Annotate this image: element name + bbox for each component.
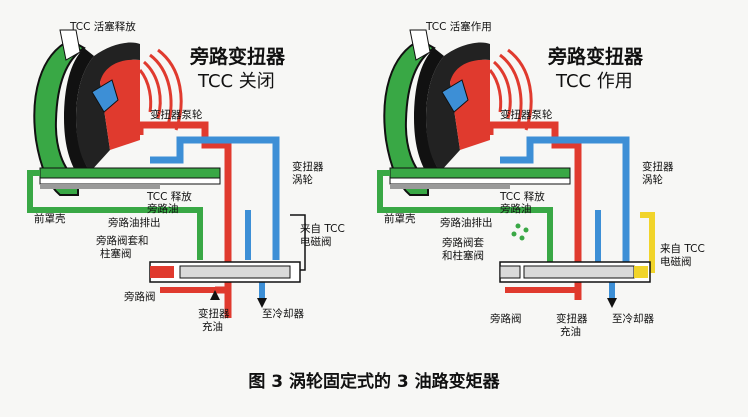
right-label-bypass-sleeve-2: 和柱塞阀: [442, 249, 484, 262]
right-shaft-white: [389, 177, 571, 185]
left-label-to-cooler: 至冷却器: [262, 307, 304, 320]
right-green-pipe: [377, 170, 553, 262]
right-red-pipe: [486, 121, 582, 300]
right-label-pump: 变扭器泵轮: [500, 108, 553, 121]
left-green-pipe: [27, 170, 203, 260]
left-label-bypass-exhaust: 旁路油排出: [108, 216, 161, 229]
left-label-front-cover: 前罩壳: [34, 212, 66, 225]
left-hub: [59, 29, 81, 61]
left-pump-blades: [138, 48, 183, 131]
right-exhaust-dots: [511, 223, 529, 241]
right-label-tcc-release: TCC 释放: [499, 190, 545, 203]
right-label-tcc-release-2: 旁路油: [500, 202, 532, 215]
right-stator: [441, 79, 469, 113]
right-label-to-cooler: 至冷却器: [612, 312, 654, 325]
left-label-tcc-release: TCC 释放: [146, 190, 192, 203]
right-label-charge: 变扭器: [556, 312, 588, 325]
right-shaft-green: [389, 167, 571, 179]
left-valve-plunger: [150, 266, 174, 278]
left-label-bypass-sleeve-2: 柱塞阀: [100, 247, 132, 260]
left-shaft-white: [39, 177, 221, 185]
left-arrow-down: [257, 298, 267, 308]
right-tcc-piston: [414, 48, 444, 178]
right-label-turbine-2: 涡轮: [642, 173, 663, 186]
right-label-front-cover: 前罩壳: [384, 212, 416, 225]
right-label-bypass-sleeve: 旁路阀套: [442, 236, 484, 249]
left-blue-pipe: [150, 136, 280, 260]
left-arrow-up: [210, 290, 220, 300]
figure-caption: 图 3 涡轮固定式的 3 油路变矩器: [248, 371, 500, 392]
right-valve-plunger: [499, 265, 521, 279]
right-valve-yellow: [634, 266, 648, 278]
right-diagram: [377, 29, 655, 308]
left-tcc-piston: [64, 48, 94, 178]
left-label-bypass-valve: 旁路阀: [124, 290, 156, 303]
left-valve-spool: [179, 265, 291, 279]
right-label-turbine: 变扭器: [642, 160, 674, 173]
right-valve-spool: [523, 265, 635, 279]
right-title-1: 旁路变扭器: [547, 45, 644, 68]
left-title-1: 旁路变扭器: [189, 45, 286, 68]
right-label-bypass-valve: 旁路阀: [490, 312, 522, 325]
left-label-bypass-sleeve: 旁路阀套和: [96, 234, 149, 247]
left-shaft-green: [39, 167, 221, 179]
left-label-from-tcc: 来自 TCC: [300, 222, 345, 235]
left-label-pump: 变扭器泵轮: [150, 108, 203, 121]
right-hub: [409, 29, 431, 61]
right-turbine-body: [426, 42, 490, 172]
left-label-charge: 变扭器: [198, 307, 230, 320]
left-label-tcc-release-2: 旁路油: [147, 202, 179, 215]
left-turbine-body: [76, 42, 140, 172]
left-shaft-gray: [40, 184, 160, 189]
left-label-turbine-2: 涡轮: [292, 173, 313, 186]
left-title-2: TCC 关闭: [197, 71, 275, 92]
right-label-bypass-exhaust: 旁路油排出: [440, 216, 493, 229]
right-label-from-tcc-2: 电磁阀: [660, 255, 692, 268]
right-label-tcc-piston: TCC 活塞作用: [425, 20, 492, 33]
left-label-charge-2: 充油: [202, 320, 223, 333]
left-label-tcc-piston: TCC 活塞释放: [69, 20, 136, 33]
left-tcc-line: [290, 214, 306, 271]
right-label-from-tcc: 来自 TCC: [660, 242, 705, 255]
left-label-turbine: 变扭器: [292, 160, 324, 173]
left-label-from-tcc-2: 电磁阀: [300, 235, 332, 248]
right-blue-pipe: [500, 136, 630, 265]
left-stator: [91, 79, 119, 113]
right-title-2: TCC 作用: [555, 71, 633, 92]
right-pump-blades: [488, 48, 533, 131]
right-shaft-gray: [390, 184, 510, 189]
right-label-charge-2: 充油: [560, 325, 581, 338]
left-diagram: [27, 29, 306, 318]
right-arrow-down: [607, 298, 617, 308]
